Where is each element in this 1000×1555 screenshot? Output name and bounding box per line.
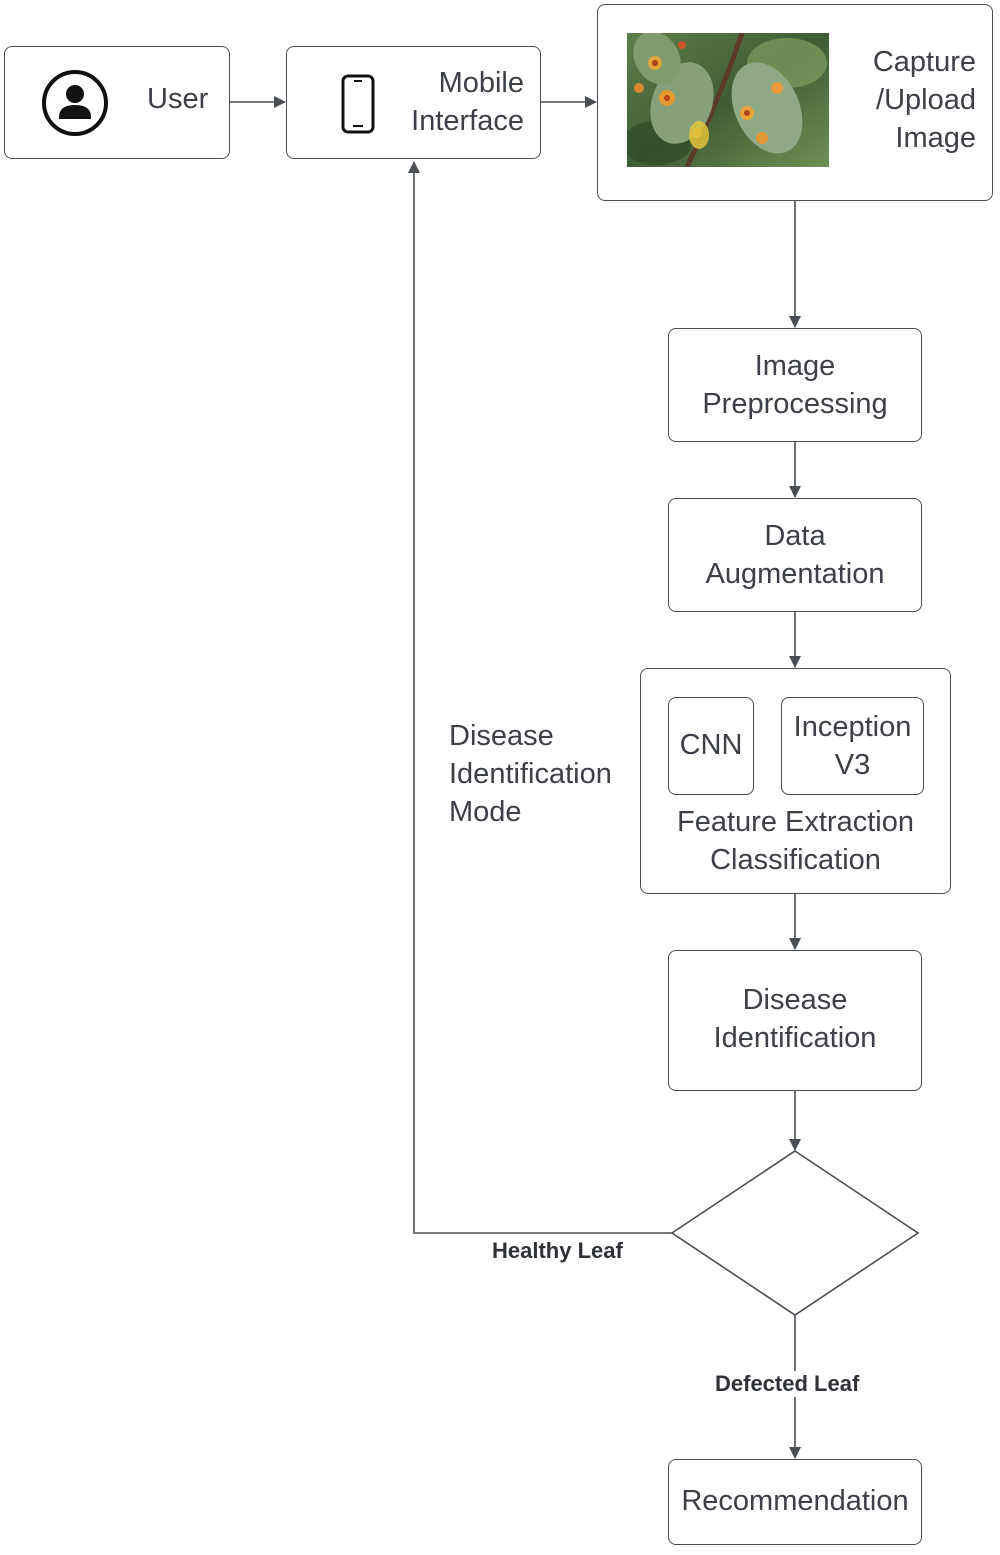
feature-label-line2: Classification [710,844,881,876]
mobile-interface-node: Mobile Interface [286,46,541,159]
inception-label-line2: V3 [834,749,871,781]
mode-label-line1: Disease [449,720,554,752]
capture-label-line2: /Upload [876,84,976,116]
identification-label-line2: Identification [713,1022,877,1054]
feature-extraction-node: CNN Inception V3 Feature Extraction Clas… [640,668,951,894]
data-augmentation-node: Data Augmentation [668,498,922,612]
preprocessing-label-line2: Preprocessing [702,388,888,420]
mobile-label-line2: Interface [411,105,524,137]
diseased-leaf-photo [627,33,829,167]
identification-label-line1: Disease [742,984,848,1016]
cnn-label: CNN [679,729,743,761]
capture-label-line3: Image [895,122,976,154]
mode-label-line3: Mode [449,796,522,828]
user-node: User [4,46,230,159]
augmentation-label-line1: Data [764,520,826,552]
capture-label-line1: Capture [872,46,976,78]
healthy-leaf-label: Healthy Leaf [492,1238,623,1263]
user-icon [41,69,109,142]
feature-label-line1: Feature Extraction [677,806,914,838]
capture-upload-node: Capture /Upload Image [597,4,993,201]
mobile-label-line1: Mobile [438,67,524,99]
edge-healthy-to-mobile [408,161,672,1234]
inception-v3-node: Inception V3 [781,697,924,795]
preprocessing-label-line1: Image [754,350,836,382]
recommendation-label: Recommendation [681,1485,909,1517]
inception-label-line1: Inception [793,711,912,743]
mode-label-line2: Identification [449,758,612,790]
augmentation-label-line2: Augmentation [705,558,885,590]
cnn-node: CNN [668,697,754,795]
decision-diamond [670,1150,920,1316]
disease-identification-node: Disease Identification [668,950,922,1091]
image-preprocessing-node: Image Preprocessing [668,328,922,442]
recommendation-node: Recommendation [668,1459,922,1545]
defected-leaf-label: Defected Leaf [713,1371,862,1397]
smartphone-icon [341,74,375,139]
user-label: User [147,83,209,115]
